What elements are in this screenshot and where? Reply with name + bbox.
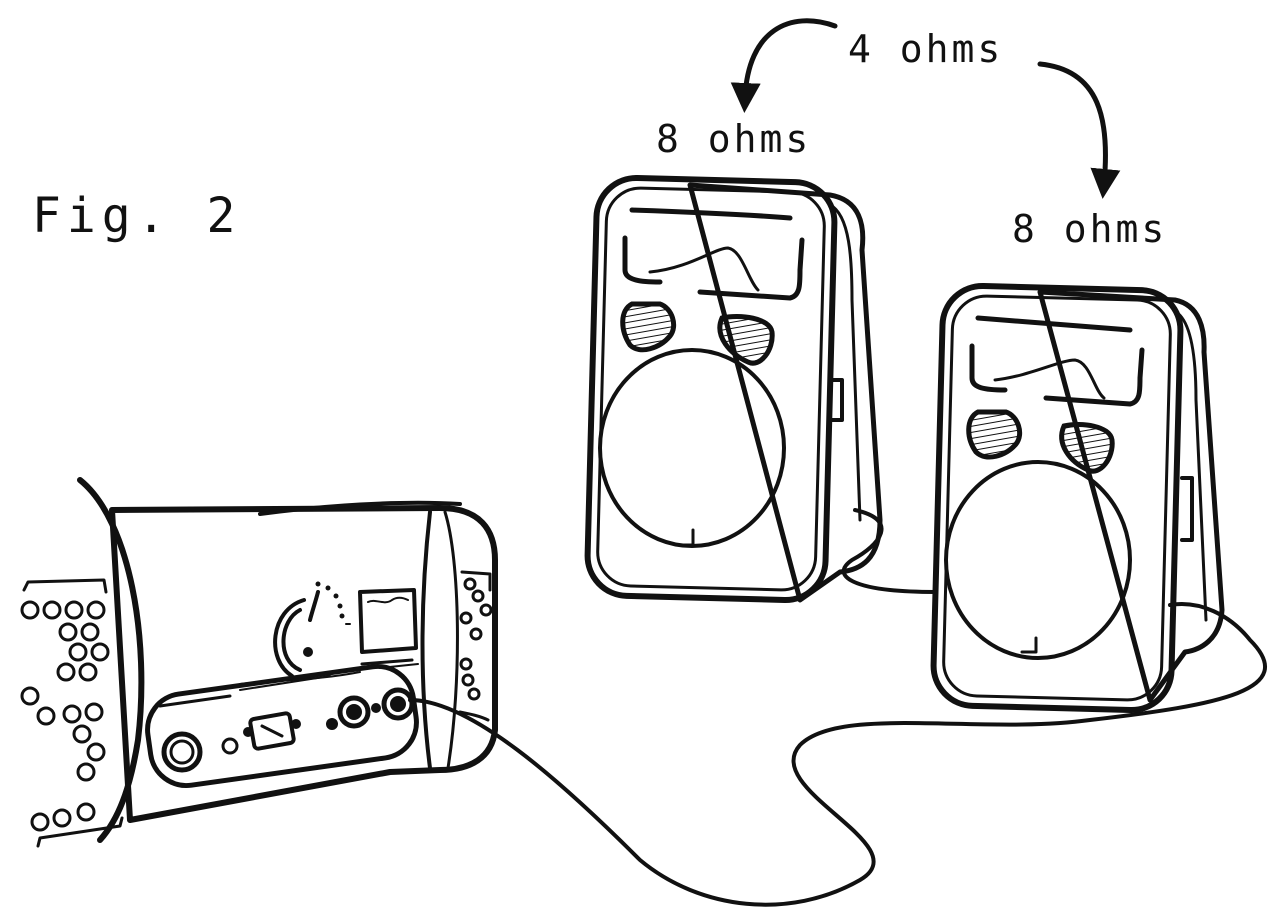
speaker-cabinet-icon <box>584 174 883 604</box>
left-speaker-impedance-label: 8 ohms <box>656 117 811 161</box>
right-speaker-impedance-label: 8 ohms <box>1012 207 1167 251</box>
combined-load-label: 4 ohms <box>848 27 1003 71</box>
curved-arrow-icon <box>730 18 838 113</box>
speaker-cabinet-icon <box>930 282 1225 714</box>
amp-to-speaker-cable <box>408 602 1267 907</box>
curved-arrow-icon <box>1037 61 1121 199</box>
figure-title: Fig. 2 <box>32 188 241 244</box>
speaker-link-cable <box>841 508 937 594</box>
amplifier-head-icon <box>20 477 498 848</box>
